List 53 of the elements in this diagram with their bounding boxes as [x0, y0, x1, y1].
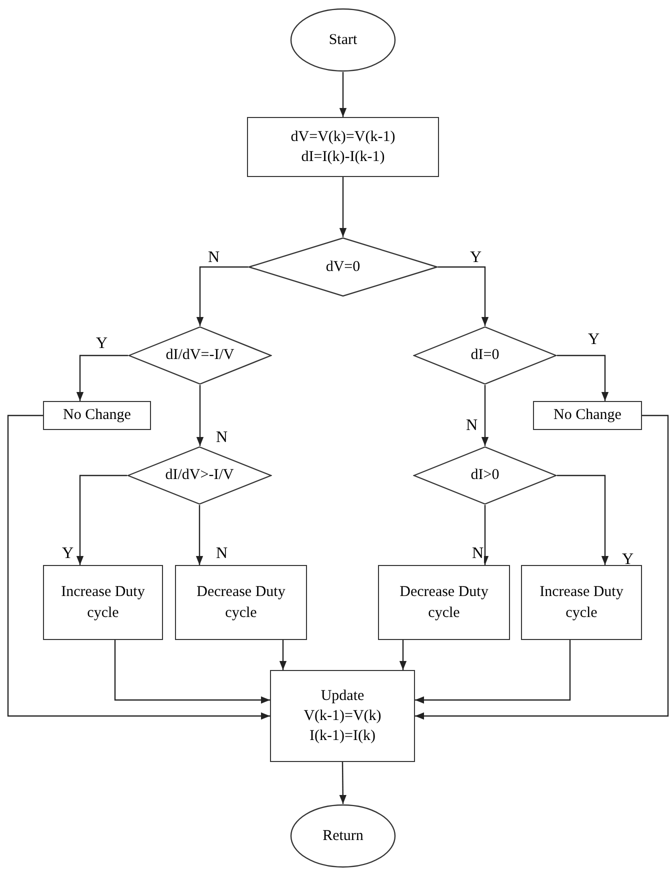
- arrow: [339, 762, 346, 804]
- decision-diamond: [248, 237, 438, 297]
- process-box: [43, 401, 151, 430]
- edge-label: N: [472, 546, 484, 562]
- decision-diamond: [128, 326, 272, 385]
- terminal-oval: [290, 8, 396, 72]
- arrow: [438, 266, 489, 326]
- arrow: [399, 640, 407, 670]
- process-text: Decrease Duty cycle: [398, 583, 490, 622]
- process-text: Update: [320, 686, 366, 706]
- arrow: [196, 505, 204, 565]
- arrow: [481, 505, 489, 565]
- process-box: [175, 565, 307, 640]
- process-box: [270, 670, 415, 762]
- process-box: [43, 565, 163, 640]
- arrow: [557, 354, 609, 401]
- process-text: dI=I(k)-I(k-1): [300, 148, 386, 167]
- decision-diamond: [127, 446, 272, 505]
- process-text: dV=V(k)=V(k-1): [290, 128, 396, 147]
- arrow: [415, 414, 669, 720]
- process-box: [247, 117, 439, 177]
- condition-text: dI=0: [470, 346, 500, 366]
- arrow: [76, 474, 127, 565]
- arrow: [339, 72, 347, 117]
- process-text: I(k-1)=I(k): [308, 727, 376, 746]
- process-box: [521, 565, 642, 640]
- process-text: Decrease Duty cycle: [196, 583, 286, 622]
- terminal-text: Start: [328, 30, 358, 50]
- process-text: Increase Duty cycle: [538, 583, 624, 622]
- terminal-oval: [290, 804, 396, 868]
- process-box: [533, 401, 642, 430]
- arrow: [279, 640, 287, 670]
- arrow: [481, 385, 489, 446]
- arrow: [76, 354, 128, 401]
- condition-text: dI>0: [470, 466, 500, 486]
- arrow: [196, 266, 248, 326]
- process-text: No Change: [552, 406, 622, 426]
- arrow: [415, 640, 571, 704]
- arrow: [114, 640, 270, 704]
- process-text: V(k-1)=V(k): [302, 706, 382, 726]
- arrow: [339, 177, 347, 237]
- condition-text: dI/dV>-I/V: [164, 466, 235, 486]
- terminal-text: Return: [322, 826, 364, 846]
- decision-diamond: [413, 326, 557, 385]
- decision-diamond: [413, 446, 557, 505]
- arrow: [557, 474, 609, 565]
- arrow: [196, 385, 204, 446]
- process-text: No Change: [62, 406, 132, 426]
- condition-text: dI/dV=-I/V: [164, 346, 236, 366]
- arrow: [7, 414, 270, 720]
- process-text: Increase Duty cycle: [60, 583, 146, 622]
- process-box: [378, 565, 510, 640]
- condition-text: dV=0: [324, 258, 362, 277]
